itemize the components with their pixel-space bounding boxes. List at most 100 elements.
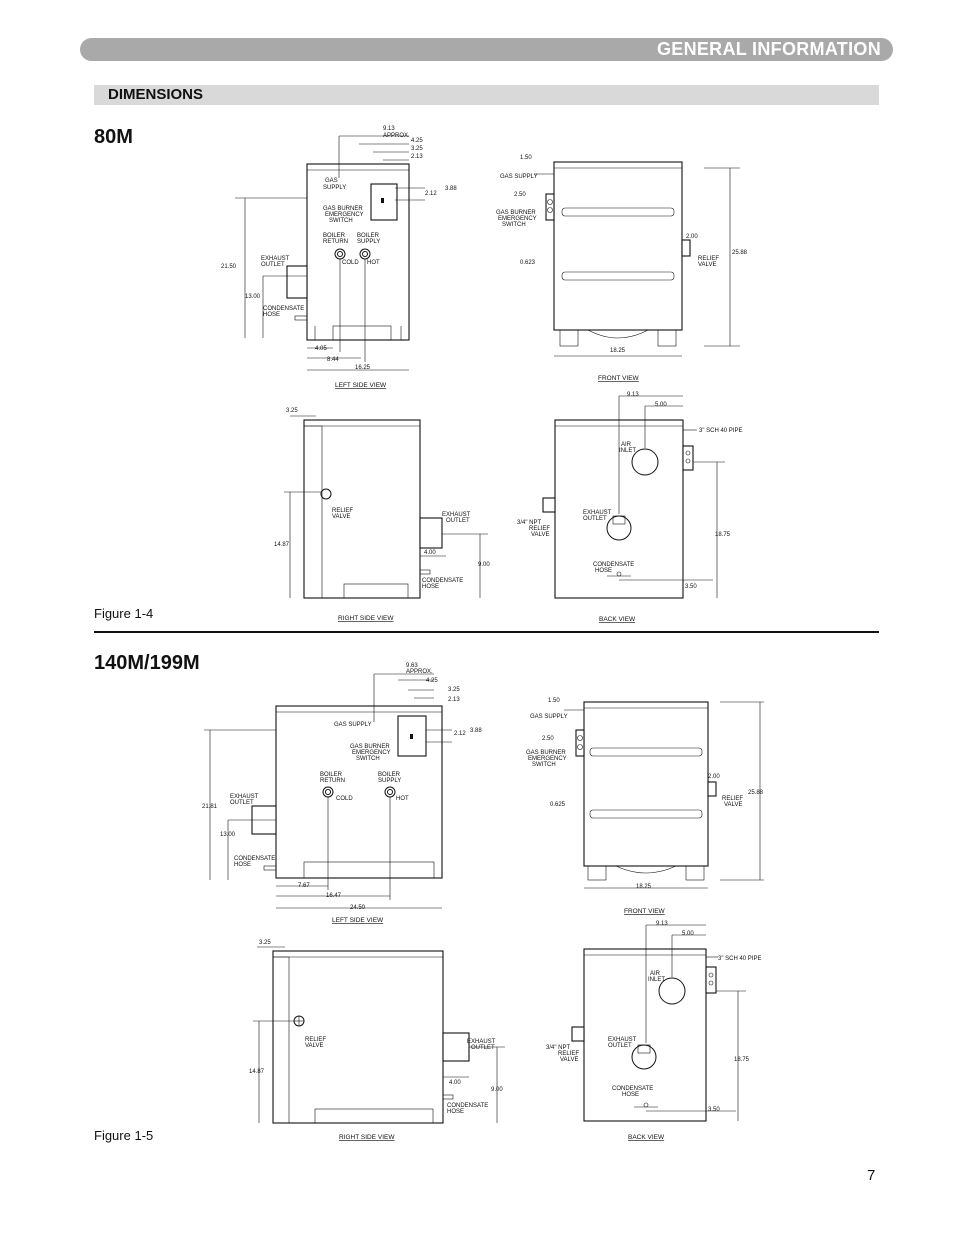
- label-condensate-2: HOSE: [234, 862, 251, 868]
- label-burner-2: EMERGENCY: [352, 750, 391, 756]
- label-exhaust-1: EXHAUST: [230, 794, 259, 800]
- label-exhaust-2: OUTLET: [608, 1043, 632, 1049]
- dim-d6: 3.88: [470, 728, 482, 734]
- dim-d4: 9.00: [478, 562, 490, 568]
- dim-d4: 2.00: [686, 234, 698, 240]
- label-boiler-return-1: BOILER: [323, 233, 346, 239]
- dim-d10: 8.44: [327, 357, 339, 363]
- label-exhaust-2: OUTLET: [583, 516, 607, 522]
- dim-d9: 7.67: [298, 883, 310, 889]
- dim-d6: 3.88: [445, 186, 457, 192]
- label-burner-3: SWITCH: [329, 218, 353, 224]
- dim-d1: 9.13: [383, 126, 395, 132]
- label-condensate-1: CONDENSATE: [447, 1103, 488, 1109]
- section-divider: [94, 631, 879, 633]
- dim-d3: 18.75: [734, 1057, 750, 1063]
- label-cold: COLD: [342, 260, 359, 266]
- dim-d11: 16.25: [355, 365, 371, 371]
- label-burner-2: EMERGENCY: [528, 756, 567, 762]
- dim-d4: 2.13: [448, 697, 460, 703]
- dim-d1: 3.25: [286, 408, 298, 414]
- label-relief-1: RELIEF: [722, 796, 743, 802]
- right-side-view-140m: 3.25 14.87 4.00 9.00 RELIEF VALVE EXHAUS…: [249, 940, 505, 1141]
- dim-d3: 4.00: [424, 550, 436, 556]
- section-bar: DIMENSIONS: [94, 85, 879, 105]
- dim-d2: 14.87: [249, 1069, 265, 1075]
- figure-caption-1-4: Figure 1-4: [94, 606, 154, 621]
- dim-d2: 4.25: [426, 678, 438, 684]
- label-boiler-supply-1: BOILER: [378, 772, 401, 778]
- label-npt-2: RELIEF: [529, 526, 550, 532]
- view-caption: BACK VIEW: [599, 616, 636, 623]
- label-npt-1: 3/4" NPT: [546, 1045, 570, 1051]
- back-view-140m: 9.13 5.00 3" SCH 40 PIPE AIR INLET EXHAU…: [546, 921, 761, 1141]
- dim-d11: 24.50: [350, 905, 366, 911]
- label-boiler-supply-2: SUPPLY: [378, 778, 401, 784]
- header-title: GENERAL INFORMATION: [656, 39, 881, 59]
- front-view-140m: 1.50 GAS SUPPLY 2.50 GAS BURNER EMERGENC…: [526, 698, 764, 915]
- dim-d9: 4.05: [315, 346, 327, 352]
- label-relief-1: RELIEF: [698, 256, 719, 262]
- view-caption: LEFT SIDE VIEW: [335, 382, 387, 389]
- dim-d1: 3.25: [259, 940, 271, 946]
- back-view-80m: 9.13 5.00 3" SCH 40 PIPE AIR INLET EXHAU…: [517, 392, 742, 623]
- label-hot: HOT: [367, 260, 380, 266]
- label-burner-1: GAS BURNER: [350, 744, 390, 750]
- dim-d1: 1.50: [548, 698, 560, 704]
- label-relief-2: VALVE: [305, 1043, 323, 1049]
- dim-d1: 9.63: [406, 663, 418, 669]
- dim-d4: 2.13: [411, 154, 423, 160]
- label-boiler-return-2: RETURN: [323, 239, 348, 245]
- label-burner-2: EMERGENCY: [325, 212, 364, 218]
- label-exhaust-1: EXHAUST: [608, 1037, 637, 1043]
- label-gas-supply: GAS SUPPLY: [500, 174, 538, 180]
- dim-d6: 18.25: [610, 348, 626, 354]
- dim-d3: 4.00: [449, 1080, 461, 1086]
- dim-d8: 13.00: [245, 294, 261, 300]
- dim-d5: 2.12: [425, 191, 437, 197]
- label-npt-3: VALVE: [560, 1057, 578, 1063]
- label-gas-supply: GAS SUPPLY: [530, 714, 568, 720]
- label-cold: COLD: [336, 796, 353, 802]
- figure-caption-1-5: Figure 1-5: [94, 1128, 154, 1143]
- dim-d8: 13.00: [220, 832, 236, 838]
- label-relief-2: VALVE: [724, 802, 742, 808]
- label-exhaust-2: OUTLET: [261, 262, 285, 268]
- model-title-80m: 80M: [94, 126, 133, 148]
- dim-d5: 25.88: [748, 790, 764, 796]
- label-burner-3: SWITCH: [356, 756, 380, 762]
- dim-d3: 0.625: [550, 802, 566, 808]
- label-burner-3: SWITCH: [532, 762, 556, 768]
- section-title: DIMENSIONS: [108, 86, 204, 103]
- view-caption: FRONT VIEW: [624, 908, 666, 915]
- label-exhaust-2: OUTLET: [230, 800, 254, 806]
- label-boiler-supply-2: SUPPLY: [357, 239, 380, 245]
- label-condensate-2: HOSE: [447, 1109, 464, 1115]
- label-relief-2: VALVE: [332, 514, 350, 520]
- view-caption: BACK VIEW: [628, 1134, 665, 1141]
- label-burner-1: GAS BURNER: [496, 210, 536, 216]
- label-pipe: 3" SCH 40 PIPE: [718, 956, 761, 962]
- view-caption: FRONT VIEW: [598, 375, 640, 382]
- label-npt-1: 3/4" NPT: [517, 520, 541, 526]
- label-burner-1: GAS BURNER: [526, 750, 566, 756]
- label-condensate-2: HOSE: [595, 568, 612, 574]
- view-caption: RIGHT SIDE VIEW: [338, 615, 394, 622]
- label-condensate-2: HOSE: [422, 584, 439, 590]
- label-npt-2: RELIEF: [558, 1051, 579, 1057]
- dim-d4: 3.50: [708, 1107, 720, 1113]
- label-exhaust-1: EXHAUST: [442, 512, 471, 518]
- dim-d2: 4.25: [411, 138, 423, 144]
- label-air-2: INLET: [619, 448, 636, 454]
- dim-approx: APPROX.: [406, 669, 433, 675]
- page-number: 7: [867, 1167, 876, 1184]
- label-exhaust-1: EXHAUST: [583, 510, 612, 516]
- label-relief-1: RELIEF: [332, 508, 353, 514]
- label-gas-supply: GAS SUPPLY: [334, 722, 372, 728]
- dim-d2: 5.00: [682, 931, 694, 937]
- dim-d7: 21.81: [202, 804, 218, 810]
- label-relief-2: VALVE: [698, 262, 716, 268]
- label-condensate-1: CONDENSATE: [422, 578, 463, 584]
- label-condensate-1: CONDENSATE: [612, 1086, 653, 1092]
- dim-d3: 3.25: [411, 146, 423, 152]
